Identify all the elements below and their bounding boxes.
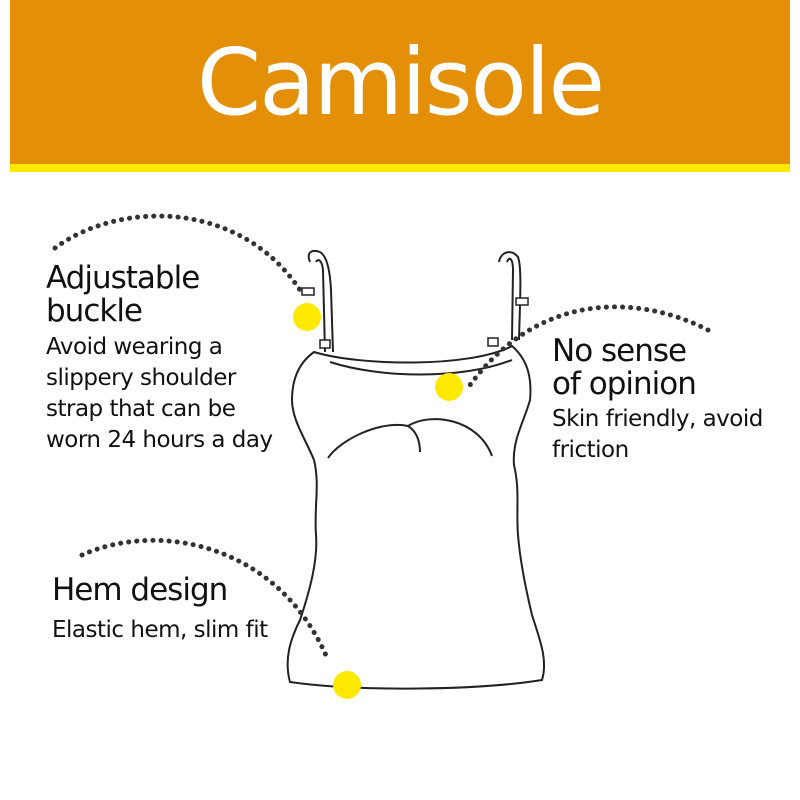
left-strap-inner — [315, 259, 326, 353]
neckline-band — [329, 359, 513, 376]
callout-buckle-desc-line: slippery shoulder — [46, 365, 236, 391]
left-strap — [307, 249, 334, 353]
shoulder-straps — [307, 249, 522, 353]
leader-opinion — [467, 304, 711, 388]
left-strap-buckle — [301, 287, 315, 296]
callout-buckle-title-line: buckle — [46, 293, 143, 329]
callout-buckle-desc-line: strap that can be — [46, 396, 236, 422]
leader-lines — [52, 213, 711, 663]
right-strap-buckle — [515, 297, 529, 306]
callout-hem-title-line: Hem design — [52, 572, 228, 608]
callout-opinion-title-line: of opinion — [552, 366, 697, 402]
marker-buckle — [293, 303, 321, 331]
callout-buckle-desc-line: Avoid wearing a — [46, 334, 223, 360]
marker-hem — [333, 671, 361, 699]
callout-opinion-desc-line: friction — [552, 437, 629, 463]
callout-opinion-desc-line: Skin friendly, avoid — [552, 406, 763, 432]
header-banner — [10, 0, 790, 164]
callout-hem-desc-line: Elastic hem, slim fit — [52, 617, 268, 643]
callout-hem-title: Hem design — [52, 572, 228, 608]
right-strap-ring — [487, 337, 499, 347]
camisole-body — [286, 344, 546, 690]
callout-opinion-title-line: No sense — [552, 333, 687, 369]
page-title: Camisole — [196, 28, 605, 136]
callout-opinion-description: Skin friendly, avoid friction — [552, 404, 763, 466]
marker-opinion — [435, 373, 463, 401]
left-strap-ring — [319, 339, 331, 349]
callout-buckle-desc-line: worn 24 hours a day — [46, 427, 273, 453]
bust-left — [327, 423, 421, 459]
right-strap — [498, 251, 522, 341]
callout-hem-description: Elastic hem, slim fit — [52, 615, 268, 646]
header-stripe — [10, 164, 790, 172]
callout-buckle-title-line: Adjustable — [46, 260, 200, 296]
leader-hem — [79, 537, 331, 663]
bust-right — [407, 418, 493, 457]
callout-buckle-title: Adjustable buckle — [46, 260, 200, 329]
callout-buckle-description: Avoid wearing a slippery shoulder strap … — [46, 332, 273, 456]
right-strap-inner — [506, 257, 515, 341]
leader-buckle — [52, 213, 303, 293]
callout-opinion-title: No sense of opinion — [552, 333, 697, 402]
